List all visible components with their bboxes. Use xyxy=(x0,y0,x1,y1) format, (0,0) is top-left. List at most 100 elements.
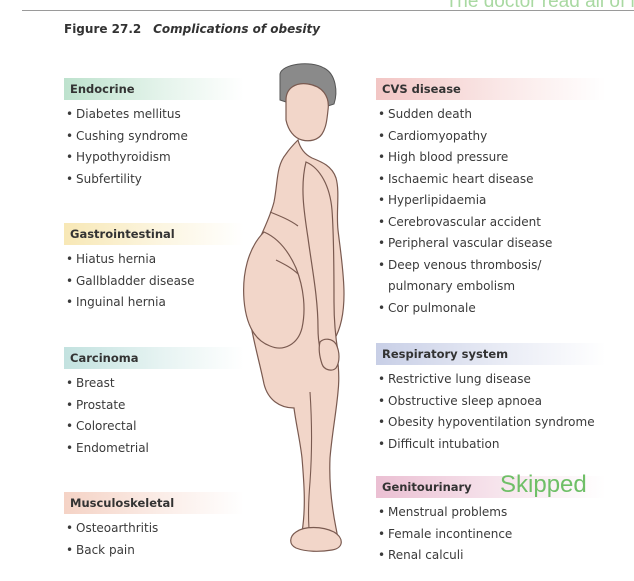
list-item: •Difficult intubation xyxy=(376,434,606,456)
list-item: •Hyperlipidaemia xyxy=(376,190,606,212)
list-item-text: Cerebrovascular accident xyxy=(388,215,541,229)
section-gastrointestinal: Gastrointestinal •Hiatus hernia•Gallblad… xyxy=(64,223,244,314)
list-item-text: Breast xyxy=(76,376,115,390)
list-item-text: Obesity hypoventilation syndrome xyxy=(388,415,595,429)
section-list-carcinoma: •Breast•Prostate•Colorectal•Endometrial xyxy=(64,373,244,459)
list-item-text: pulmonary embolism xyxy=(388,279,515,293)
section-header-musculoskeletal: Musculoskeletal xyxy=(64,492,244,514)
bullet: • xyxy=(66,249,73,271)
bullet: • xyxy=(66,518,73,540)
list-item: •Obesity hypoventilation syndrome xyxy=(376,412,606,434)
section-list-endocrine: •Diabetes mellitus•Cushing syndrome•Hypo… xyxy=(64,104,244,190)
bullet: • xyxy=(66,395,73,417)
section-header-respiratory: Respiratory system xyxy=(376,343,606,365)
list-item: •Hypothyroidism xyxy=(64,147,244,169)
bullet: • xyxy=(66,126,73,148)
list-item: •High blood pressure xyxy=(376,147,606,169)
list-item-text: Female incontinence xyxy=(388,527,512,541)
list-item: •Cerebrovascular accident xyxy=(376,212,606,234)
section-respiratory: Respiratory system •Restrictive lung dis… xyxy=(376,343,606,455)
list-item-text: Hyperlipidaemia xyxy=(388,193,486,207)
list-item: •Cardiomyopathy xyxy=(376,126,606,148)
bullet: • xyxy=(66,540,73,562)
section-header-gastrointestinal: Gastrointestinal xyxy=(64,223,244,245)
list-item: •Cushing syndrome xyxy=(64,126,244,148)
list-item: •Renal calculi xyxy=(376,545,606,567)
list-item: •Ischaemic heart disease xyxy=(376,169,606,191)
list-item: •Cor pulmonale xyxy=(376,298,606,320)
figure-title: Figure 27.2 Complications of obesity xyxy=(64,22,320,36)
bullet: • xyxy=(66,373,73,395)
skipped-stamp: Skipped xyxy=(500,471,587,499)
section-header-cvs: CVS disease xyxy=(376,78,606,100)
list-item: •Deep venous thrombosis/ xyxy=(376,255,606,277)
list-item: •Obstructive sleep apnoea xyxy=(376,391,606,413)
section-header-carcinoma: Carcinoma xyxy=(64,347,244,369)
figure-number: Figure 27.2 xyxy=(64,22,141,36)
list-item-text: Hiatus hernia xyxy=(76,252,156,266)
list-item-text: Renal calculi xyxy=(388,548,463,562)
list-item: •Menstrual problems xyxy=(376,502,606,524)
bullet: • xyxy=(66,147,73,169)
list-item-text: Colorectal xyxy=(76,419,136,433)
list-item: •Peripheral vascular disease xyxy=(376,233,606,255)
list-item-text: Cardiomyopathy xyxy=(388,129,487,143)
bullet: • xyxy=(66,104,73,126)
list-item: •Breast xyxy=(64,373,244,395)
section-header-endocrine: Endocrine xyxy=(64,78,244,100)
head xyxy=(286,84,328,141)
list-item-text: Subfertility xyxy=(76,172,142,186)
section-carcinoma: Carcinoma •Breast•Prostate•Colorectal•En… xyxy=(64,347,244,459)
section-list-musculoskeletal: •Osteoarthritis•Back pain xyxy=(64,518,244,561)
list-item-text: Diabetes mellitus xyxy=(76,107,181,121)
list-item: •Prostate xyxy=(64,395,244,417)
list-item: •Subfertility xyxy=(64,169,244,191)
section-musculoskeletal: Musculoskeletal •Osteoarthritis•Back pai… xyxy=(64,492,244,561)
list-item-text: Hypothyroidism xyxy=(76,150,171,164)
list-item-text: Cor pulmonale xyxy=(388,301,476,315)
list-item-text: Osteoarthritis xyxy=(76,521,158,535)
list-item: •Diabetes mellitus xyxy=(64,104,244,126)
list-item-text: Ischaemic heart disease xyxy=(388,172,534,186)
bullet: • xyxy=(66,271,73,293)
list-item: •Endometrial xyxy=(64,438,244,460)
bullet: • xyxy=(66,169,73,191)
hand xyxy=(319,339,339,370)
list-item: •Osteoarthritis xyxy=(64,518,244,540)
list-item-text: Restrictive lung disease xyxy=(388,372,531,386)
list-item: •Back pain xyxy=(64,540,244,562)
list-item-text: Obstructive sleep apnoea xyxy=(388,394,542,408)
section-list-gastrointestinal: •Hiatus hernia•Gallbladder disease•Ingui… xyxy=(64,249,244,314)
list-item-text: Peripheral vascular disease xyxy=(388,236,552,250)
list-item-text: High blood pressure xyxy=(388,150,508,164)
section-list-respiratory: •Restrictive lung disease•Obstructive sl… xyxy=(376,369,606,455)
list-item: •Inguinal hernia xyxy=(64,292,244,314)
list-item-text: Inguinal hernia xyxy=(76,295,166,309)
list-item-text: Gallbladder disease xyxy=(76,274,195,288)
list-item: •Restrictive lung disease xyxy=(376,369,606,391)
bullet: • xyxy=(66,292,73,314)
section-endocrine: Endocrine •Diabetes mellitus•Cushing syn… xyxy=(64,78,244,190)
figure-caption: Complications of obesity xyxy=(153,22,320,36)
list-item-text: Cushing syndrome xyxy=(76,129,188,143)
list-item-text: Back pain xyxy=(76,543,135,557)
list-item-text: Menstrual problems xyxy=(388,505,507,519)
list-item: •Colorectal xyxy=(64,416,244,438)
bullet: • xyxy=(66,416,73,438)
list-item: •Female incontinence xyxy=(376,524,606,546)
obese-person-illustration xyxy=(240,62,380,552)
section-list-cvs: •Sudden death•Cardiomyopathy•High blood … xyxy=(376,104,606,319)
list-item-text: Endometrial xyxy=(76,441,149,455)
list-item: •Gallbladder disease xyxy=(64,271,244,293)
bullet: • xyxy=(66,438,73,460)
section-cvs: CVS disease •Sudden death•Cardiomyopathy… xyxy=(376,78,606,319)
list-item-text: Sudden death xyxy=(388,107,472,121)
list-item: •Sudden death xyxy=(376,104,606,126)
list-item: pulmonary embolism xyxy=(376,276,606,298)
list-item-text: Prostate xyxy=(76,398,125,412)
overlay-caption: The doctor read all of it xyxy=(446,0,634,13)
list-item-text: Difficult intubation xyxy=(388,437,499,451)
section-list-genitourinary: •Menstrual problems•Female incontinence•… xyxy=(376,502,606,567)
list-item: •Hiatus hernia xyxy=(64,249,244,271)
list-item-text: Deep venous thrombosis/ xyxy=(388,258,541,272)
